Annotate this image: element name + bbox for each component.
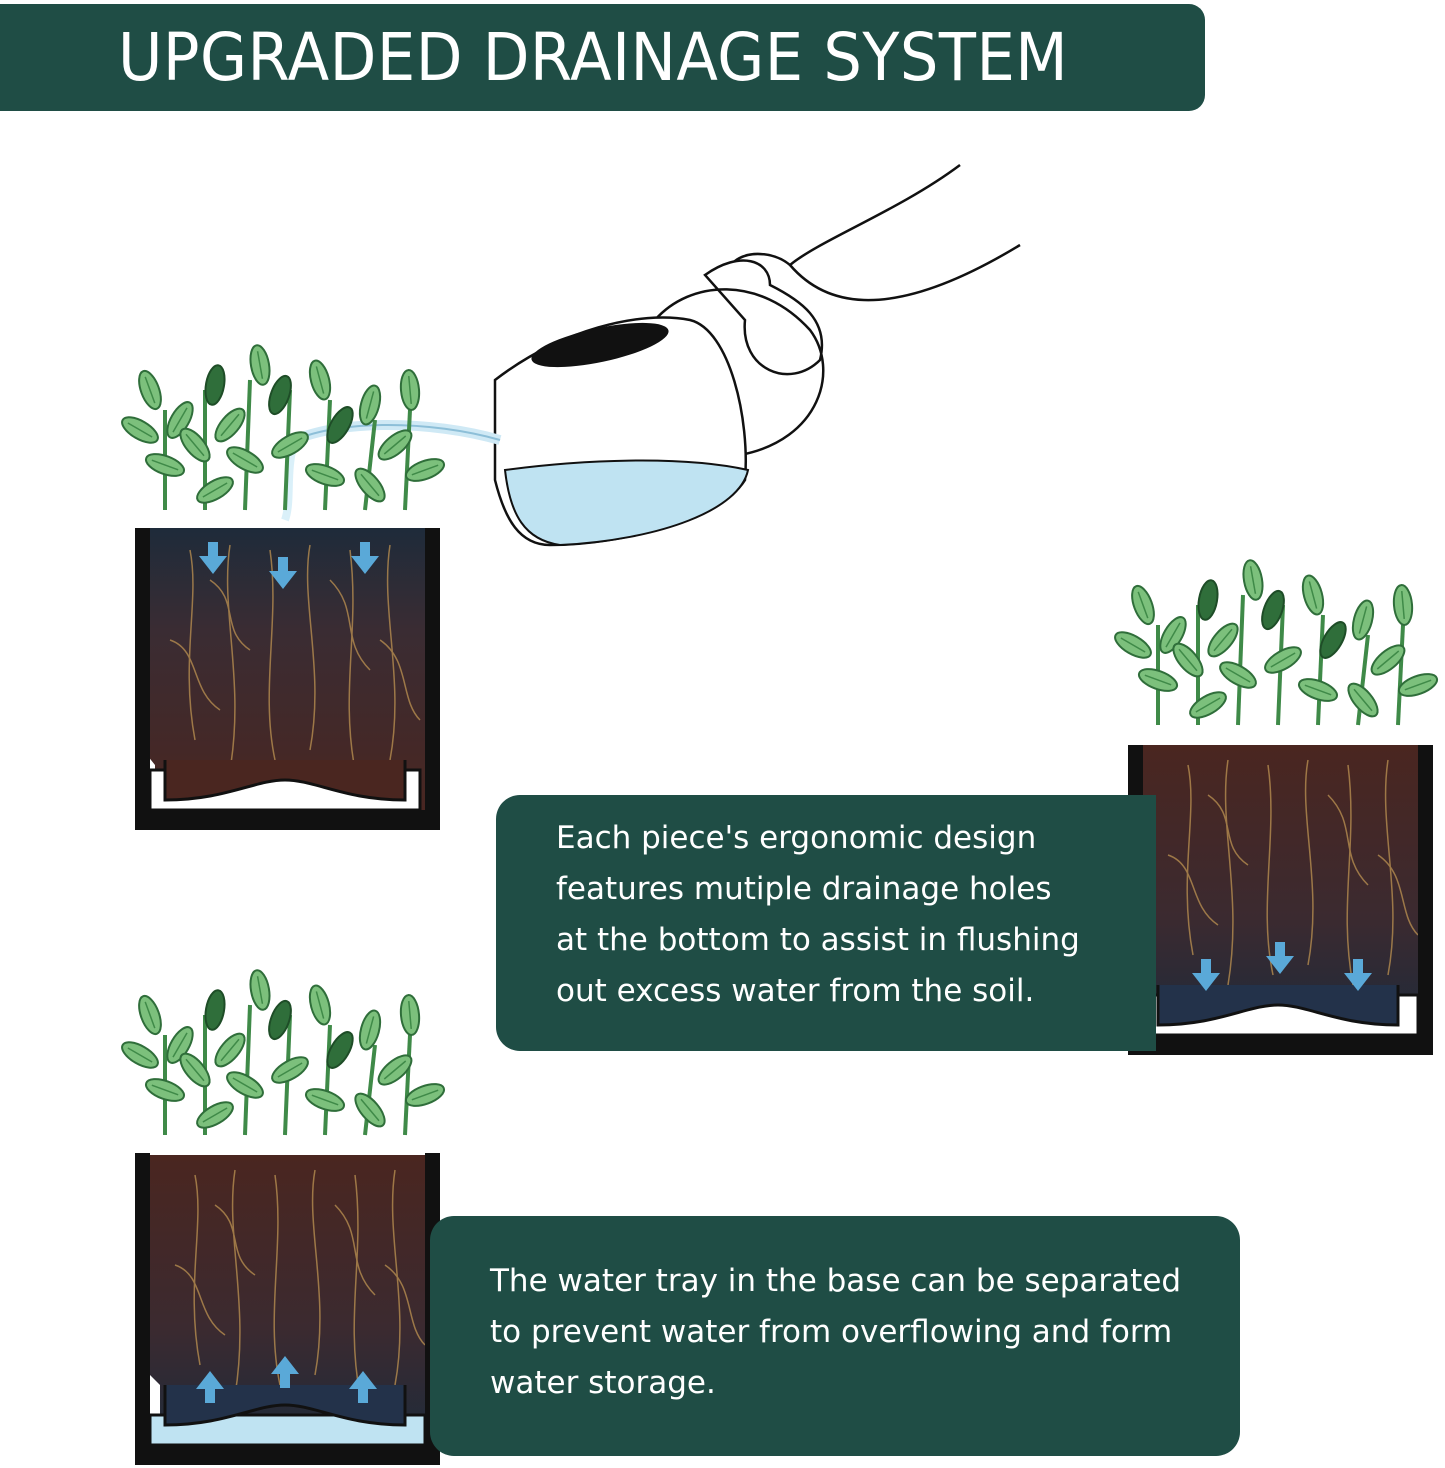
pot-draining-illustration: [1111, 559, 1440, 1055]
callout-water-tray-text: The water tray in the base can be separa…: [490, 1263, 1182, 1401]
pot-watering-illustration: [118, 344, 447, 830]
title-banner: UPGRADED DRAINAGE SYSTEM: [0, 4, 1205, 111]
callout-drainage-text: Each piece's ergonomic design features m…: [556, 820, 1080, 1009]
watering-can-hand-illustration: [281, 163, 1021, 547]
callout-drainage-holes: Each piece's ergonomic design features m…: [496, 795, 1156, 1051]
pot-water-storage-illustration: [118, 969, 447, 1465]
callout-water-tray: The water tray in the base can be separa…: [430, 1216, 1240, 1456]
page-title: UPGRADED DRAINAGE SYSTEM: [118, 19, 1069, 96]
